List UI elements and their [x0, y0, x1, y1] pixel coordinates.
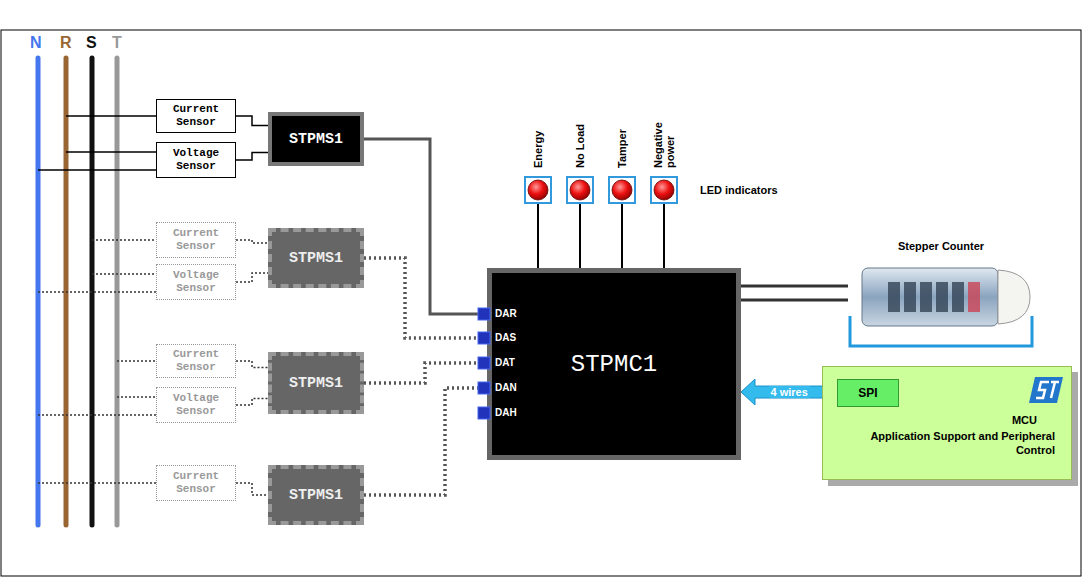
connector [236, 483, 268, 495]
sensor-wires-optional [38, 240, 156, 483]
mcu-box-description: Application Support and Peripheral Contr… [865, 429, 1055, 457]
digit-drum [968, 282, 980, 312]
spi-box: SPI [837, 379, 899, 407]
digit-drum [936, 282, 948, 312]
stpmc1-chip: STPMC1 [487, 268, 741, 460]
connector [236, 273, 268, 282]
digit-drum [904, 282, 916, 312]
current-sensor-label: Current Sensor [160, 470, 232, 496]
connector [236, 399, 268, 406]
stpms1-chip-label: STPMS1 [289, 375, 343, 392]
counter-picture [848, 258, 1034, 350]
current-sensor-label: Current Sensor [160, 103, 232, 129]
led-indicator-label: No Load [574, 110, 586, 168]
connector [579, 204, 581, 268]
led-indicator-label: Negative power [652, 110, 676, 168]
pin-name: DAT [495, 357, 515, 368]
stpms1-chip: STPMS1 [268, 465, 364, 525]
counter-cap [998, 270, 1030, 324]
counter-bracket [850, 316, 1032, 346]
led-indicator: Tamper [608, 176, 636, 204]
connector [364, 139, 487, 314]
current-sensor: Current Sensor [156, 99, 236, 133]
figure-frame [1, 30, 1081, 576]
stepper-counter-label: Stepper Counter [848, 240, 1034, 252]
group-label: LED indicators [700, 184, 778, 196]
stpms1-chip: STPMS1 [268, 112, 364, 166]
phase-label: T [112, 34, 122, 52]
counter-body [862, 268, 998, 326]
stpms1-chip-label: STPMS1 [289, 250, 343, 267]
voltage-sensor: Voltage Sensor [156, 387, 236, 423]
pin-name: DAN [495, 382, 517, 393]
logo-shape [1029, 377, 1063, 403]
connector [364, 388, 487, 495]
mcu-box: MCU Application Support and Peripheral Co… [822, 366, 1072, 480]
current-sensor-label: Current Sensor [160, 227, 232, 253]
connector [236, 361, 268, 368]
phase-label: S [86, 34, 97, 52]
led-indicator-label: Tamper [616, 110, 628, 168]
voltage-sensor-label: Voltage Sensor [160, 269, 232, 295]
digit-drum [952, 282, 964, 312]
current-sensor-label: Current Sensor [160, 348, 232, 374]
led-lamp [526, 178, 550, 202]
led-indicator: Energy [524, 176, 552, 204]
led-indicator: No Load [566, 176, 594, 204]
digit-drum [920, 282, 932, 312]
voltage-sensor: Voltage Sensor [156, 142, 236, 178]
connector [663, 204, 665, 268]
pin-name: DAR [495, 308, 517, 319]
phase-label: R [60, 34, 72, 52]
connector [364, 363, 487, 383]
phase-lines [38, 58, 117, 525]
led-indicator: Negative power [650, 176, 678, 204]
voltage-sensor-label: Voltage Sensor [160, 147, 232, 173]
phase-label: N [30, 34, 42, 52]
logo-mark [1036, 382, 1059, 398]
connector [741, 299, 848, 302]
led-lamp [652, 178, 676, 202]
stpms1-chip: STPMS1 [268, 228, 364, 288]
connector [741, 285, 848, 288]
connector [621, 204, 623, 268]
digit-drum [888, 282, 900, 312]
connector [364, 258, 487, 338]
led-bulb [528, 180, 548, 200]
led-bulb [654, 180, 674, 200]
current-sensor: Current Sensor [156, 344, 236, 378]
sensor-wires [38, 116, 156, 170]
pin-name: DAS [495, 332, 516, 343]
edge-label: 4 wires [769, 386, 810, 398]
stepper-counter: Stepper Counter [848, 240, 1034, 352]
stpms1-chip: STPMS1 [268, 352, 364, 414]
stpmc1-chip-label: STPMC1 [571, 351, 657, 378]
current-sensor: Current Sensor [156, 465, 236, 501]
led-bulb [570, 180, 590, 200]
led-indicator-label: Energy [532, 110, 544, 168]
stpms1-chip-label: STPMS1 [289, 487, 343, 504]
connector [236, 240, 268, 243]
led-lamp [610, 178, 634, 202]
connector [236, 116, 268, 126]
stpms1-chip-label: STPMS1 [289, 131, 343, 148]
connector [537, 204, 539, 268]
voltage-sensor-label: Voltage Sensor [160, 392, 232, 418]
connector [236, 153, 268, 161]
current-sensor: Current Sensor [156, 222, 236, 258]
led-bulb [612, 180, 632, 200]
pin-name: DAH [495, 407, 517, 418]
spi-box-label: SPI [858, 386, 877, 400]
mcu-box-label: MCU [1012, 413, 1037, 427]
voltage-sensor: Voltage Sensor [156, 264, 236, 300]
led-lamp [568, 178, 592, 202]
st-logo [1029, 377, 1063, 403]
